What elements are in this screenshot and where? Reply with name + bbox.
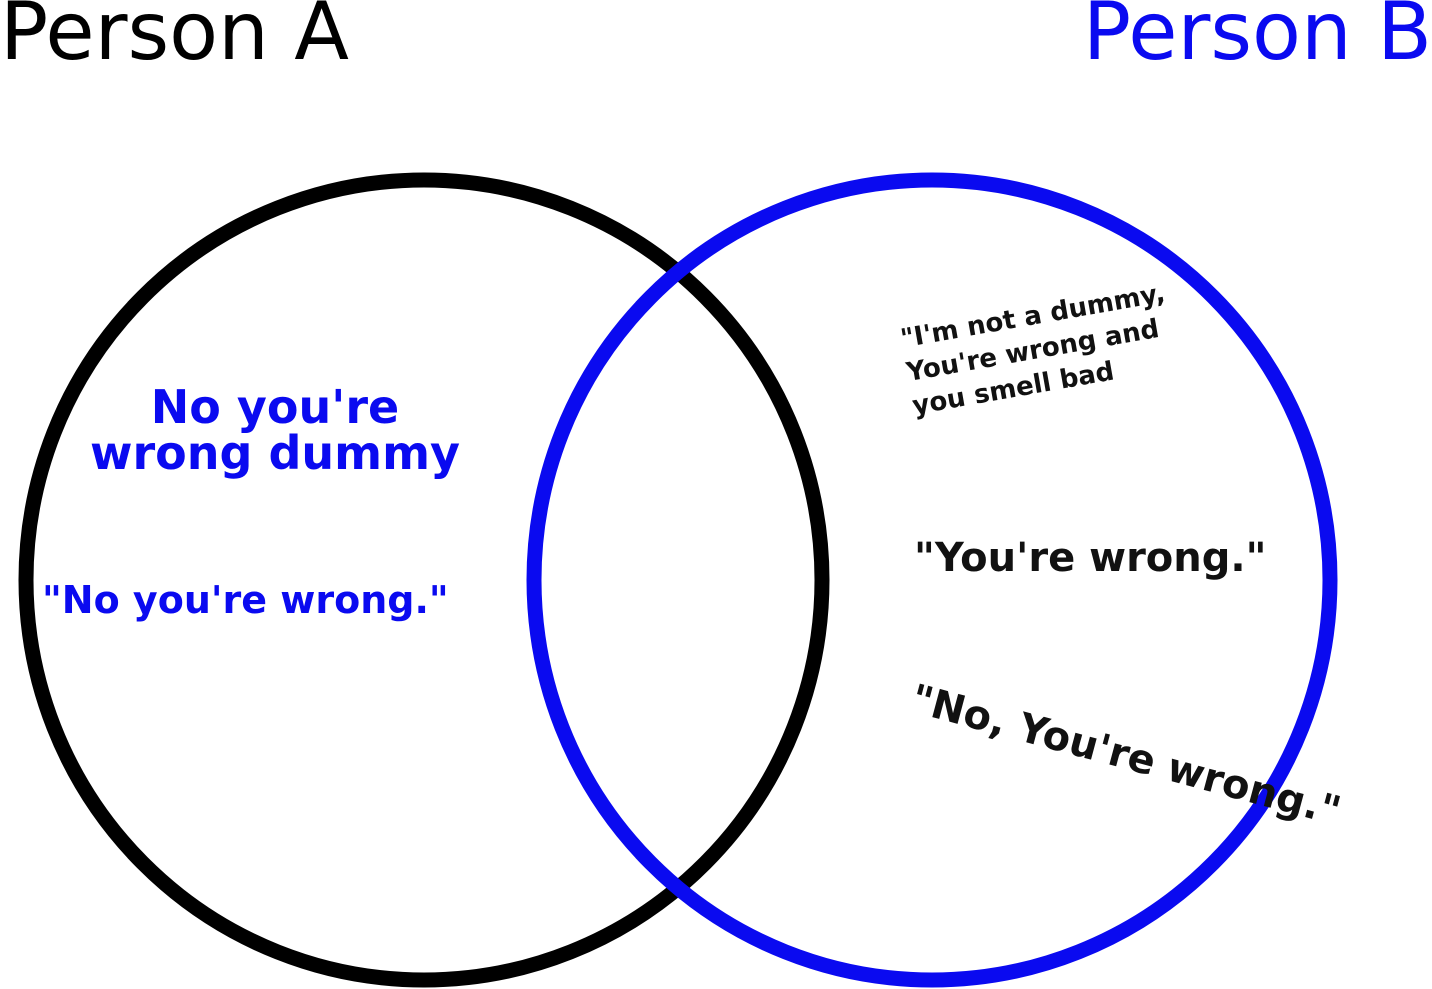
- person-b-label: Person B: [1082, 0, 1432, 78]
- person-a-dummy-line-1: No you're: [150, 380, 400, 434]
- person-a-circle: [18, 172, 830, 988]
- person-a-dummy-quote: No you're wrong dummy: [60, 384, 490, 476]
- person-b-circle: [526, 172, 1338, 988]
- person-a-wrong-quote: "No you're wrong.": [42, 578, 449, 622]
- person-a-label: Person A: [0, 0, 349, 78]
- person-b-wrong-quote: "You're wrong.": [914, 535, 1267, 581]
- person-a-dummy-line-2: wrong dummy: [90, 426, 460, 480]
